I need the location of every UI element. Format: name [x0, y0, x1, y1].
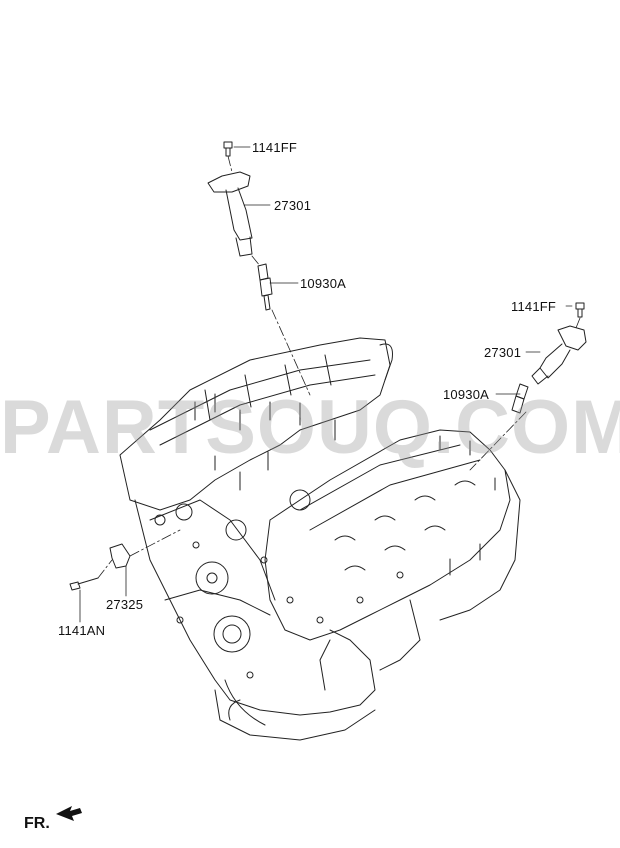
bracket-27325-drawing — [109, 543, 131, 569]
spark-plug-10930a-top-drawing — [257, 263, 273, 311]
bolt-1141ff-right-drawing — [575, 302, 585, 318]
bolt-1141an-drawing — [69, 577, 99, 591]
label-bolt-bracket[interactable]: 1141AN — [58, 623, 106, 638]
bolt-1141ff-top-drawing — [223, 141, 233, 157]
front-indicator: FR. — [24, 815, 50, 832]
engine-block-drawing — [119, 337, 521, 741]
label-coil-right[interactable]: 27301 — [484, 345, 522, 360]
label-bolt-right[interactable]: 1141FF — [511, 299, 557, 314]
ignition-coil-27301-top-drawing — [207, 171, 253, 257]
label-coil-top[interactable]: 27301 — [274, 198, 312, 213]
leader-lines — [79, 146, 573, 623]
label-plug-top[interactable]: 10930A — [300, 276, 347, 291]
ignition-coil-27301-right-drawing — [531, 325, 587, 385]
label-bracket[interactable]: 27325 — [106, 597, 144, 612]
label-bolt-top[interactable]: 1141FF — [252, 140, 298, 155]
label-plug-right[interactable]: 10930A — [443, 387, 490, 402]
installation-axis-lines — [97, 155, 581, 579]
front-arrow-icon — [56, 806, 82, 821]
spark-plug-10930a-right-drawing — [511, 383, 529, 414]
